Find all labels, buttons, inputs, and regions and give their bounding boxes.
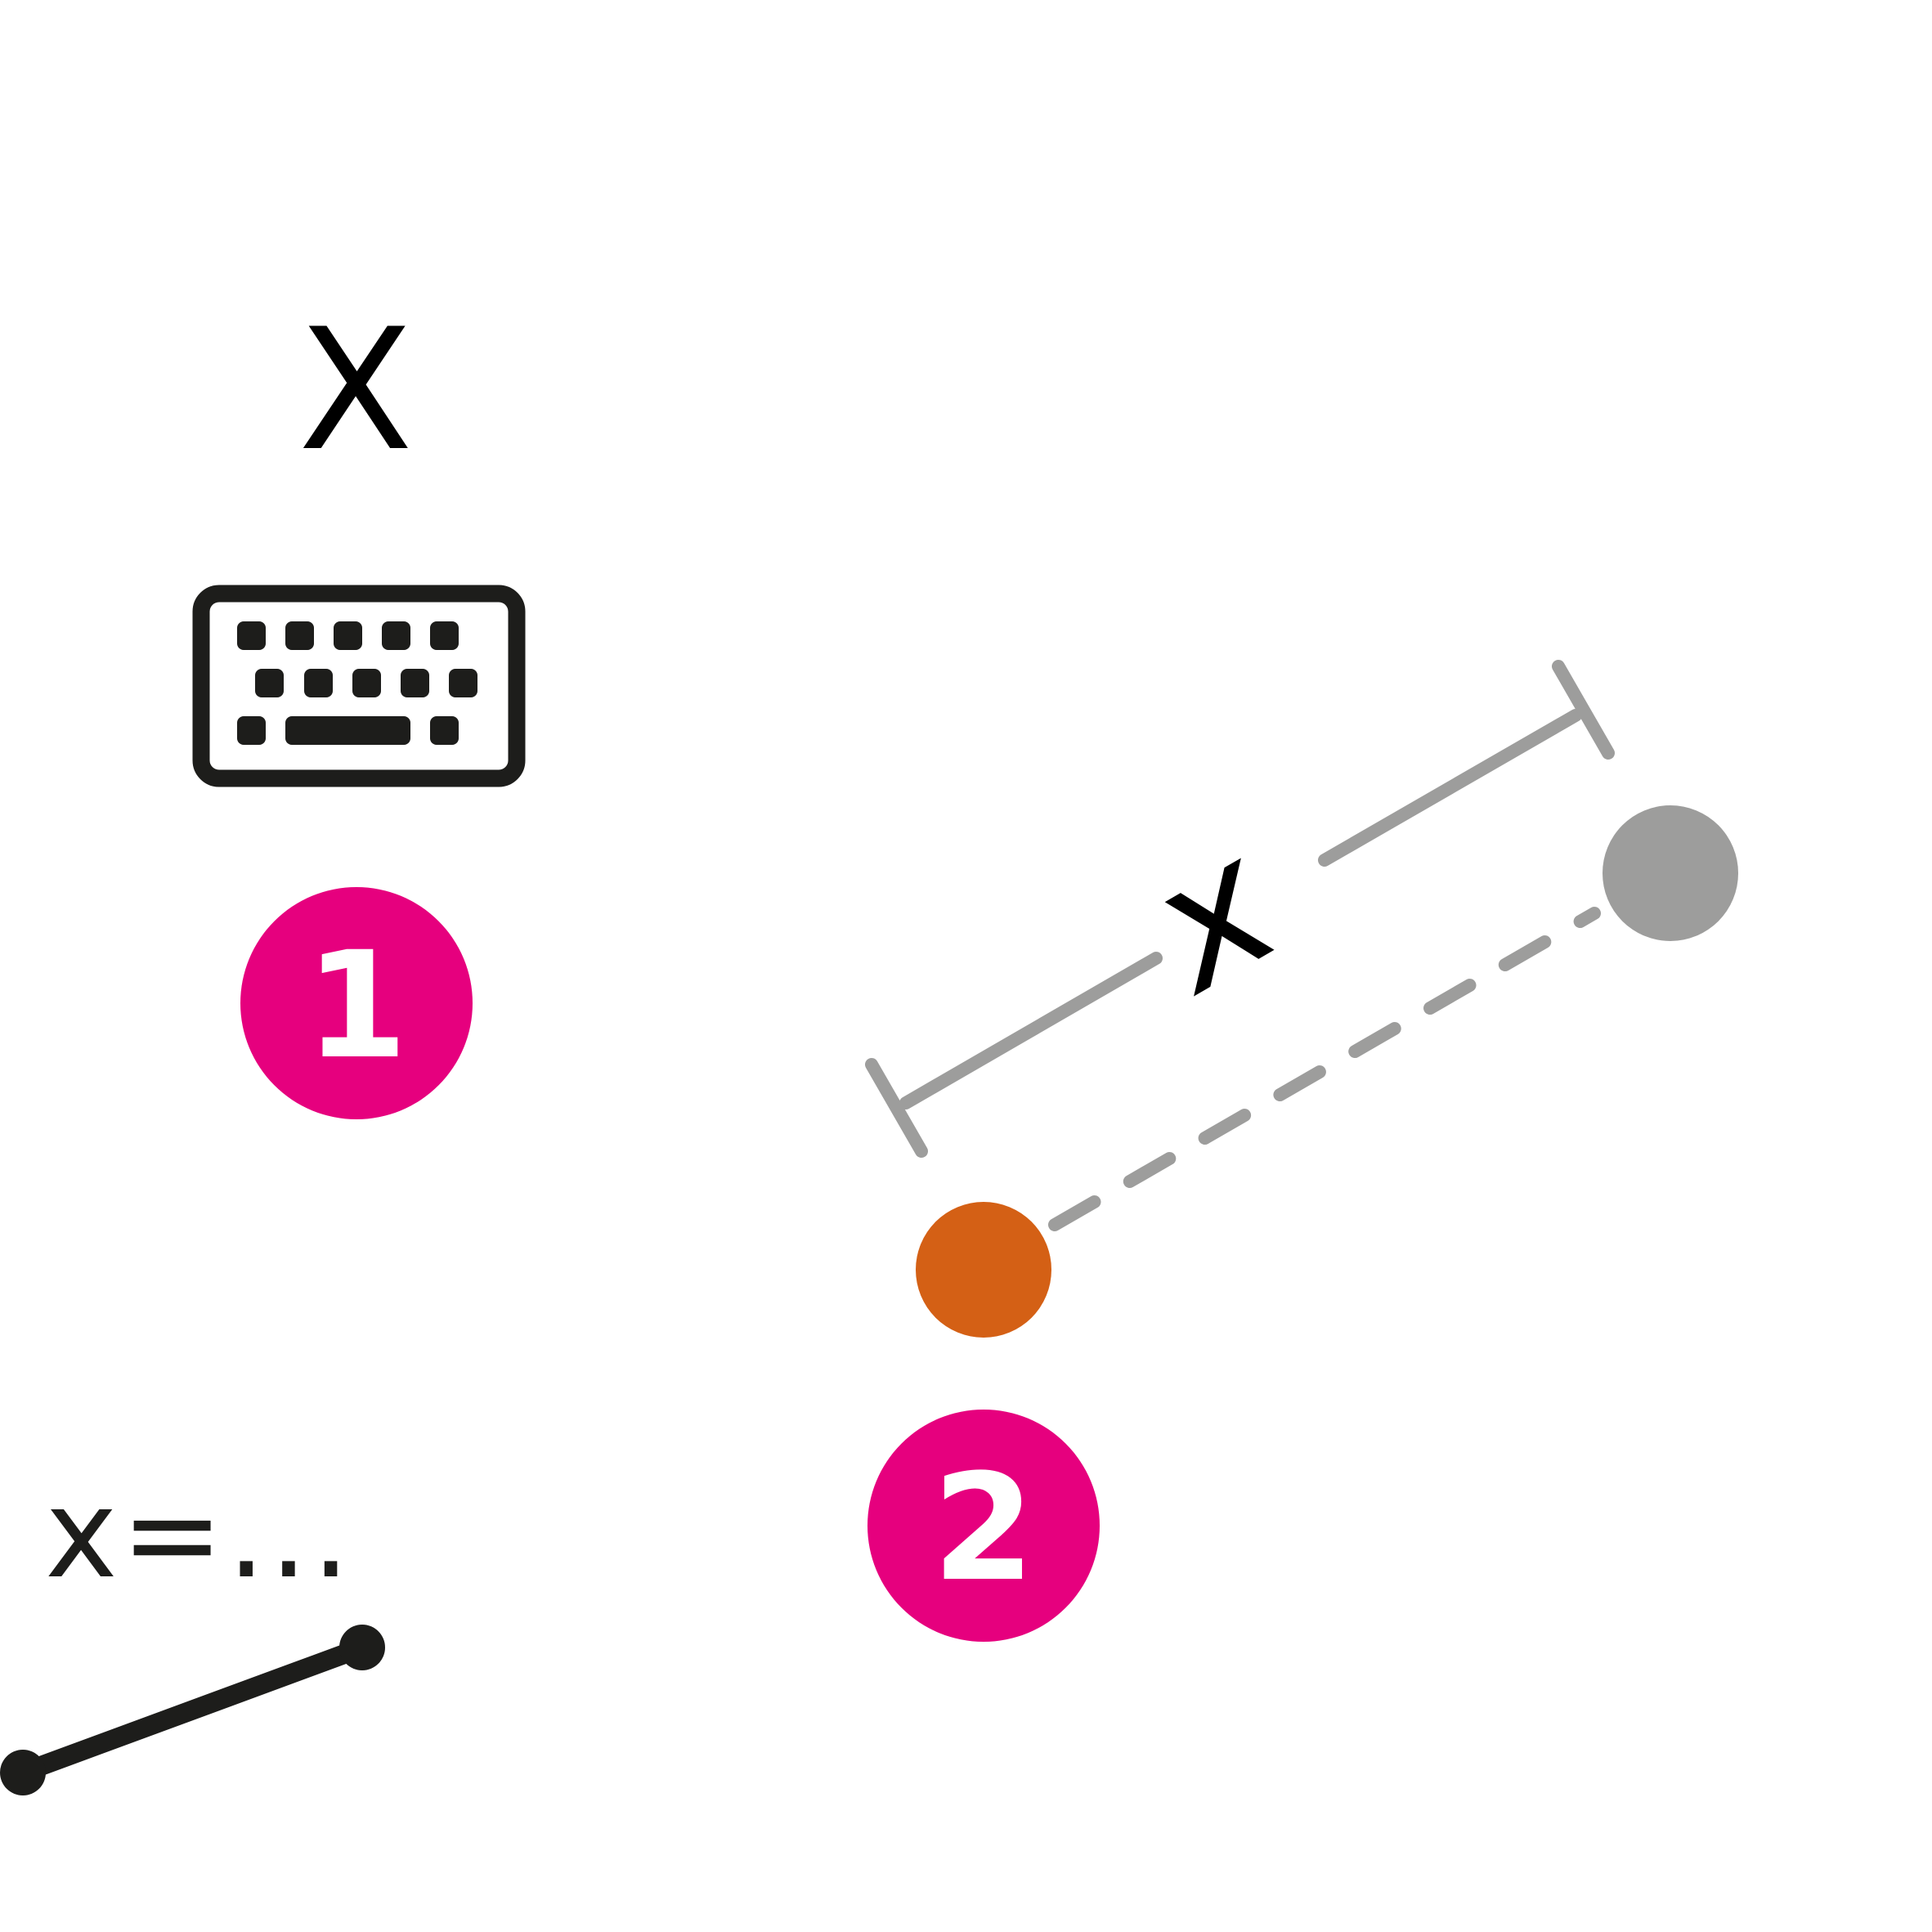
distance-dimension [865,660,1615,1158]
step-badge-2-number: 2 [932,1443,1034,1614]
step-badge-1-number: 1 [305,921,407,1092]
dimension-line-upper [1318,709,1582,867]
dashed-connector [1048,907,1601,1231]
step-badge-2-circle [867,1410,1100,1642]
dimension-tick-end [1552,660,1615,760]
value-entry-label: x=... [45,1464,354,1606]
keyboard-icon [192,585,526,787]
target-point [1603,805,1738,941]
key-x-label: X [298,294,413,488]
dimension-line-lower [899,952,1163,1109]
distance-label: x [1112,800,1311,1033]
dimension-tick-start [865,1058,928,1158]
step-badge-1: 1 [240,887,473,1119]
line-segment-icon [0,1625,385,1795]
step-badge-1-circle [240,887,473,1119]
step-badge-2: 2 [867,1410,1100,1642]
start-point [916,1202,1051,1338]
